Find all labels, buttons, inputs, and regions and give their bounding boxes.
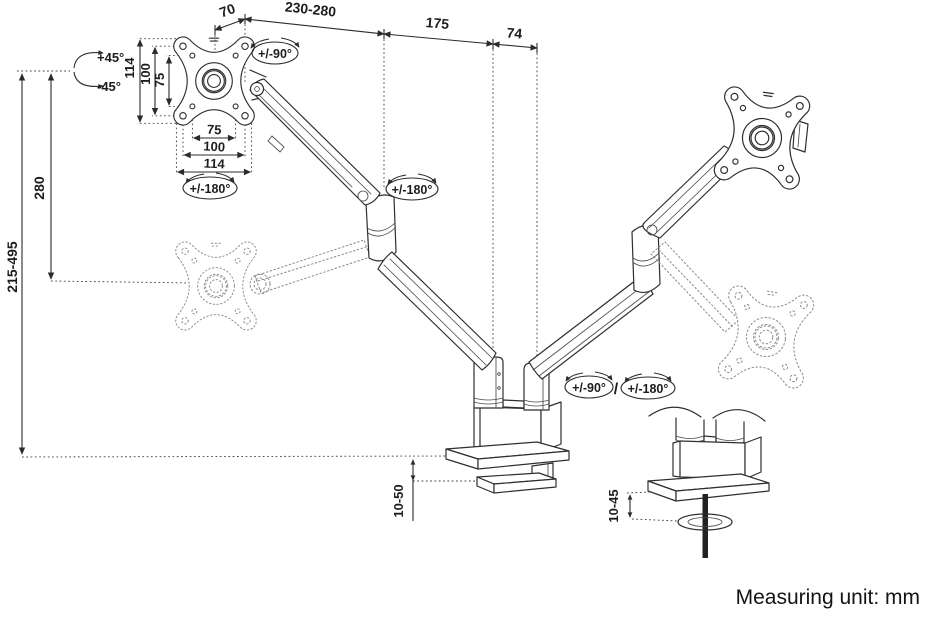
tilt-up-arrow [73,50,104,69]
extension-lines [17,20,679,522]
right-elbow-joint [631,224,661,294]
grommet-mount-detail [647,406,770,558]
grommet-bolt [702,494,708,558]
dimension-labels: 70 230-280 175 74 215-495 280 114 100 75… [4,0,621,523]
plate-rotate-oval [182,176,238,200]
tilt-minus-label: -45° [97,79,121,94]
elbow-rotate-oval [385,177,439,201]
grommet-range-label: 10-45 [606,489,621,522]
dim-arm-range-label: 230-280 [284,0,337,20]
left-arm [249,69,497,371]
tilt-down-arrow [73,71,104,89]
rotation-slash: / [614,381,619,398]
dim-lift-label: 280 [31,176,47,200]
swivel-oval [251,41,299,65]
desk-clamp-base [445,399,570,494]
top-dimension-chain [214,14,538,53]
dim-post-gap-label: 74 [506,24,523,41]
left-upper-arm [249,78,381,206]
base-swivel-label: +/-90° [572,381,606,395]
dimension-lines [18,14,633,521]
vesa-v-mid-label: 100 [138,63,153,85]
measuring-unit-note: Measuring unit: mm [736,586,920,609]
vesa-h-outer-label: 114 [203,155,225,171]
lift-ref-line [50,280,193,284]
ghost-right-vesa-plate [716,284,816,390]
left-elbow-joint [365,194,397,262]
clamp-range-label: 10-50 [391,484,406,517]
elbow-rotate-label: +/-180° [392,183,433,197]
left-arm-ball-joint [249,81,265,97]
tilt-plus-label: +45° [97,50,124,65]
base-block-side [540,401,562,453]
plate-rotate-label: +/-180° [190,182,231,196]
left-lower-arm [377,251,497,371]
vesa-v-inner-label: 75 [152,73,167,87]
dim-top-offset-label: 70 [217,0,237,20]
grommet-block-front [679,440,746,480]
grommet-wing-washer [677,513,733,531]
rotation-labels: +45° -45° +/-90° +/-180° +/-180° +/-90° … [97,47,668,398]
base-rotate-label: +/-180° [628,382,669,396]
dim-lower-arm-label: 175 [425,14,450,32]
base-swivel-oval [564,375,614,399]
vesa-h-mid-label: 100 [203,138,225,154]
ghost-left-arm [249,239,371,295]
right-plate-bracket [792,119,809,153]
dim-height-range-label: 215-495 [4,241,20,293]
base-rotate-oval [620,376,676,400]
height-ref-line [21,455,448,458]
left-vesa-plate [173,36,255,126]
vesa-v-outer-label: 114 [122,57,137,79]
right-arm [528,85,816,390]
rotation-indicators [73,37,676,400]
vesa-dimension-lines [136,39,252,176]
ghost-left-vesa-plate [175,241,257,331]
swivel-label: +/-90° [258,47,292,61]
vesa-h-inner-label: 75 [207,122,222,138]
ghost-right-arm [650,241,740,333]
